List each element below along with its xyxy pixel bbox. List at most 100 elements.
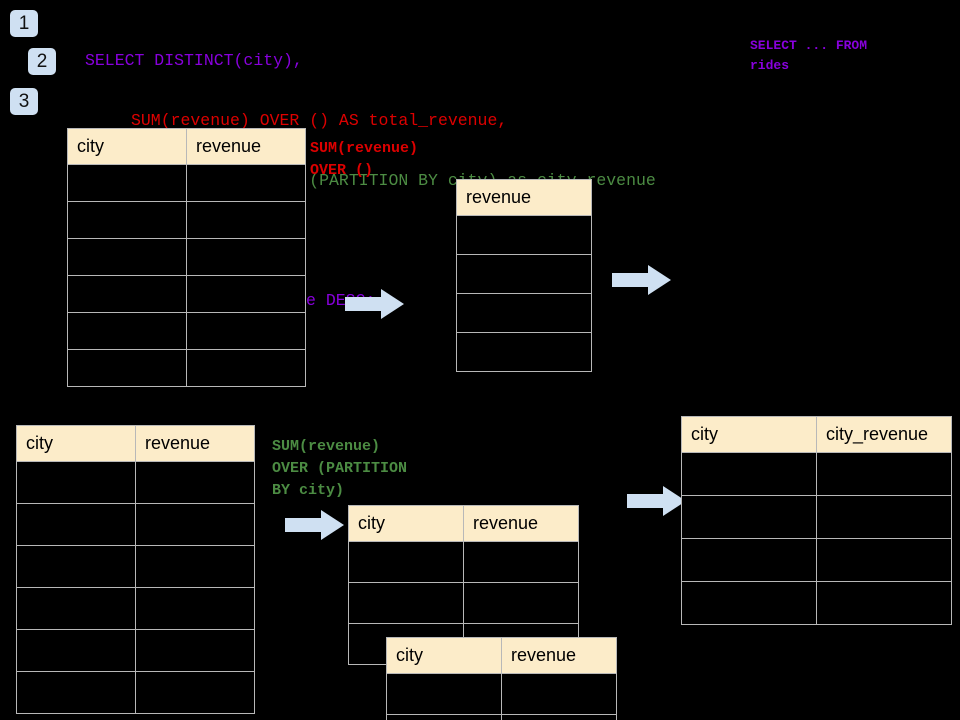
table-cell bbox=[186, 238, 306, 276]
table-cell bbox=[186, 275, 306, 313]
table-row bbox=[67, 201, 306, 239]
partition-table-a: city revenue bbox=[348, 505, 579, 665]
table-cell bbox=[681, 581, 817, 625]
column-header-revenue: revenue bbox=[501, 637, 617, 674]
table-row bbox=[386, 673, 617, 715]
table-cell bbox=[135, 461, 255, 504]
table-header-row: city revenue bbox=[348, 505, 579, 542]
table-header-row: revenue bbox=[456, 179, 592, 216]
result-city-revenue-table: city city_revenue bbox=[681, 416, 952, 625]
table-cell bbox=[16, 545, 136, 588]
table-row bbox=[67, 164, 306, 202]
step-badge-2: 2 bbox=[28, 48, 56, 75]
arrow-total-to-result-icon bbox=[612, 265, 671, 295]
table-row bbox=[681, 452, 952, 496]
select-from-rides-note: SELECT ... FROM rides bbox=[750, 38, 868, 73]
table-header-row: city city_revenue bbox=[681, 416, 952, 453]
table-cell bbox=[135, 545, 255, 588]
table-cell bbox=[16, 503, 136, 546]
table-row bbox=[67, 275, 306, 313]
table-row bbox=[16, 503, 255, 546]
table-cell bbox=[67, 164, 187, 202]
table-cell bbox=[135, 629, 255, 672]
column-header-revenue: revenue bbox=[456, 179, 592, 216]
table-row bbox=[456, 293, 592, 333]
city-revenue-annotation: SUM(revenue) OVER (PARTITION BY city) bbox=[272, 438, 408, 499]
table-cell bbox=[16, 629, 136, 672]
table-row bbox=[681, 581, 952, 625]
arrow-partition-to-result-icon bbox=[627, 486, 686, 516]
column-header-city: city bbox=[16, 425, 136, 462]
table-cell bbox=[67, 238, 187, 276]
sql-line-1: SELECT DISTINCT(city), bbox=[85, 51, 303, 70]
table-row bbox=[67, 349, 306, 387]
table-row bbox=[456, 332, 592, 372]
table-cell bbox=[135, 587, 255, 630]
table-cell bbox=[348, 582, 464, 624]
table-cell bbox=[816, 538, 952, 582]
table-cell bbox=[681, 495, 817, 539]
column-header-city: city bbox=[386, 637, 502, 674]
table-row bbox=[348, 582, 579, 624]
table-cell bbox=[463, 541, 579, 583]
column-header-revenue: revenue bbox=[186, 128, 306, 165]
table-cell bbox=[456, 332, 592, 372]
column-header-city: city bbox=[67, 128, 187, 165]
table-cell bbox=[67, 275, 187, 313]
table-row bbox=[67, 312, 306, 350]
total-revenue-table: revenue bbox=[456, 179, 592, 372]
table-cell bbox=[386, 673, 502, 715]
table-cell bbox=[816, 495, 952, 539]
table-cell bbox=[816, 581, 952, 625]
source-rides-table: city revenue bbox=[67, 128, 306, 387]
table-row bbox=[67, 238, 306, 276]
table-cell bbox=[386, 714, 502, 720]
column-header-revenue: revenue bbox=[463, 505, 579, 542]
table-cell bbox=[456, 293, 592, 333]
table-header-row: city revenue bbox=[67, 128, 306, 165]
table-header-row: city revenue bbox=[16, 425, 255, 462]
table-cell bbox=[67, 201, 187, 239]
table-row bbox=[348, 541, 579, 583]
table-cell bbox=[16, 587, 136, 630]
table-cell bbox=[501, 673, 617, 715]
table-cell bbox=[135, 503, 255, 546]
table-cell bbox=[16, 461, 136, 504]
table-cell bbox=[186, 312, 306, 350]
table-cell bbox=[456, 215, 592, 255]
table-cell bbox=[681, 452, 817, 496]
table-cell bbox=[16, 671, 136, 714]
total-revenue-annotation: SUM(revenue) OVER () bbox=[310, 140, 419, 179]
partition-table-b: city revenue bbox=[386, 637, 617, 720]
step-badge-3: 3 bbox=[10, 88, 38, 115]
table-cell bbox=[67, 349, 187, 387]
table-cell bbox=[186, 349, 306, 387]
source-rides-table-2: city revenue bbox=[16, 425, 255, 714]
table-cell bbox=[681, 538, 817, 582]
column-header-city: city bbox=[681, 416, 817, 453]
table-header-row: city revenue bbox=[386, 637, 617, 674]
table-cell bbox=[816, 452, 952, 496]
table-row bbox=[456, 254, 592, 294]
arrow-source-to-total-icon bbox=[345, 289, 404, 319]
table-cell bbox=[348, 541, 464, 583]
step-badge-1: 1 bbox=[10, 10, 38, 37]
table-cell bbox=[186, 201, 306, 239]
table-row bbox=[386, 714, 617, 720]
table-row bbox=[16, 587, 255, 630]
table-row bbox=[16, 461, 255, 504]
table-cell bbox=[186, 164, 306, 202]
arrow-source2-to-partition-icon bbox=[285, 510, 344, 540]
sql-line-2: SUM(revenue) OVER () AS total_revenue, bbox=[131, 111, 508, 130]
table-cell bbox=[67, 312, 187, 350]
table-row bbox=[681, 495, 952, 539]
column-header-city: city bbox=[348, 505, 464, 542]
table-row bbox=[681, 538, 952, 582]
table-row bbox=[16, 545, 255, 588]
column-header-city-revenue: city_revenue bbox=[816, 416, 952, 453]
table-cell bbox=[456, 254, 592, 294]
table-row bbox=[16, 671, 255, 714]
column-header-revenue: revenue bbox=[135, 425, 255, 462]
table-row bbox=[16, 629, 255, 672]
